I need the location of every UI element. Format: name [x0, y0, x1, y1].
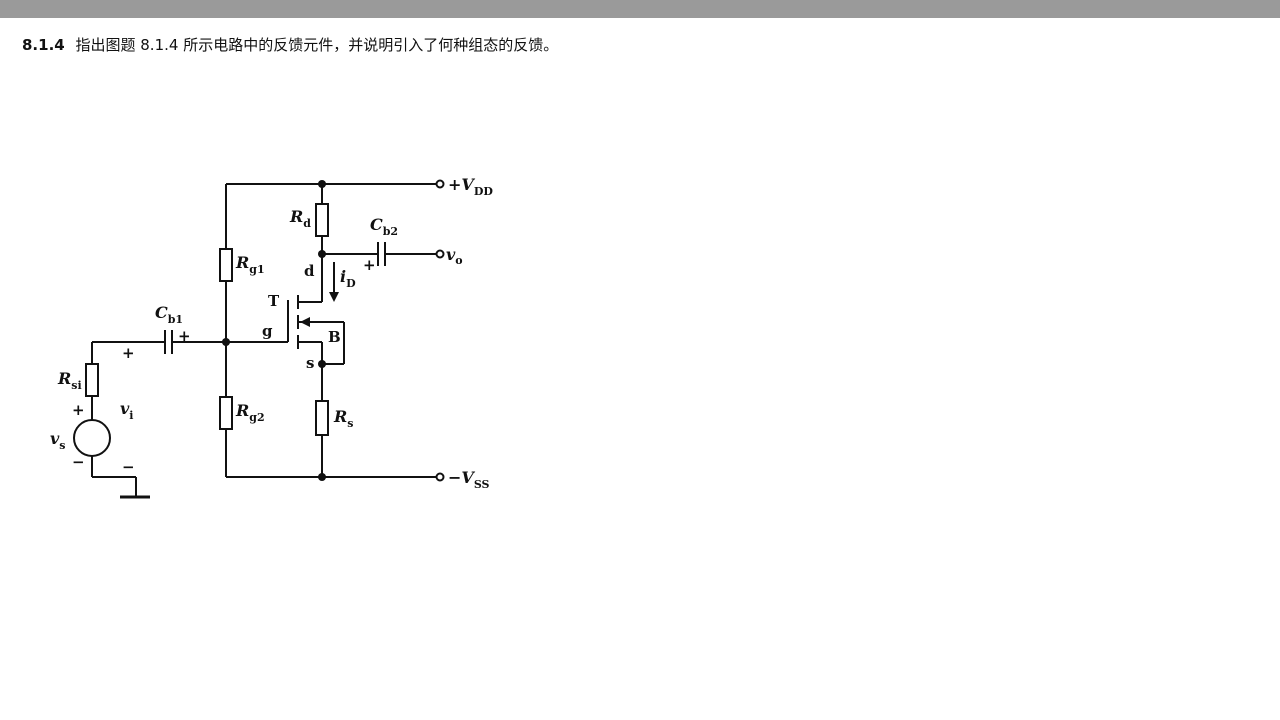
current-arrowhead: [329, 292, 339, 302]
resistor-rsi: [85, 363, 99, 397]
label-vi: vi: [120, 399, 133, 422]
label-plus-vi: +: [122, 344, 135, 362]
top-bar: [0, 0, 1280, 18]
terminal-vdd: [435, 179, 445, 189]
voltage-source-vs: [73, 419, 111, 457]
label-minus-vs: −: [72, 453, 85, 471]
terminal-vo: [435, 249, 445, 259]
label-id: iD: [340, 267, 356, 290]
label-rsi: Rsi: [57, 369, 82, 392]
junction-drain-top: [318, 180, 326, 188]
resistor-rs: [315, 400, 329, 436]
label-plus-vs: +: [72, 401, 85, 419]
label-vo: vo: [446, 245, 463, 267]
label-rg1: Rg1: [235, 253, 265, 276]
junction-gate: [222, 338, 230, 346]
resistor-rg2: [219, 396, 233, 430]
label-vs: vs: [50, 429, 66, 452]
label-cb2: Cb2: [370, 215, 398, 238]
label-body: B: [328, 328, 341, 346]
junction-drain-out: [318, 250, 326, 258]
label-plus-cb1: +: [178, 327, 191, 345]
body-arrowhead: [300, 317, 310, 327]
question-text: 指出图题 8.1.4 所示电路中的反馈元件，并说明引入了何种组态的反馈。: [75, 36, 559, 54]
label-plus-cb2: +: [363, 256, 376, 274]
resistor-rd: [315, 203, 329, 237]
label-gate: g: [262, 322, 273, 340]
resistor-rg1: [219, 248, 233, 282]
label-drain: d: [304, 262, 315, 280]
label-rg2: Rg2: [235, 401, 265, 424]
label-rd: Rd: [289, 207, 311, 230]
label-rs: Rs: [333, 407, 354, 430]
label-vdd: +VDD: [448, 175, 493, 198]
question-number: 8.1.4: [22, 36, 65, 54]
label-transistor: T: [268, 292, 280, 310]
junction-source: [318, 360, 326, 368]
label-cb1: Cb1: [155, 303, 183, 326]
junction-bottom: [318, 473, 326, 481]
label-minus-vi: −: [122, 458, 135, 476]
label-vss: −VSS: [448, 468, 490, 491]
label-source: s: [306, 354, 314, 372]
question-line: 8.1.4 指出图题 8.1.4 所示电路中的反馈元件，并说明引入了何种组态的反…: [22, 34, 558, 55]
terminal-vss: [435, 472, 445, 482]
